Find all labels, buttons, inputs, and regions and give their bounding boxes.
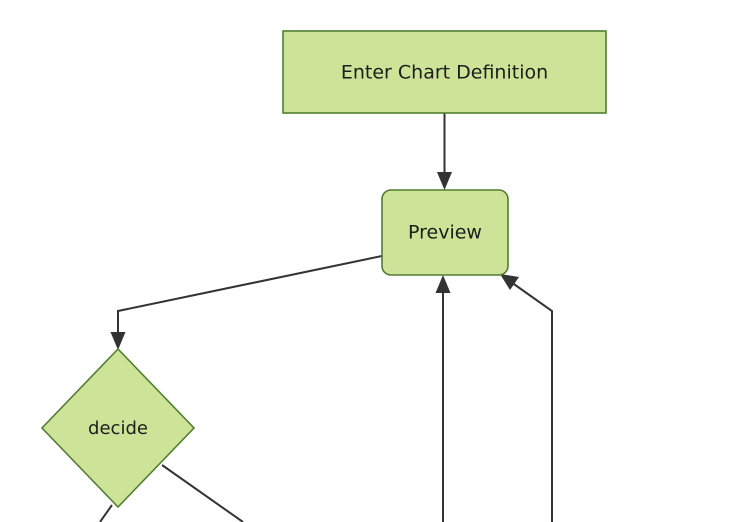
edge-enter-to-preview[interactable] [437, 113, 452, 190]
edge-decide-bottom-right[interactable] [161, 464, 244, 522]
arrowhead-icon [437, 172, 452, 190]
edge-bottom-right-to-preview[interactable] [500, 274, 553, 522]
arrowhead-icon [435, 275, 451, 293]
arrowhead-icon [500, 274, 519, 290]
edge-line [117, 255, 383, 338]
edge-decide-bottom-left[interactable] [99, 504, 113, 522]
node-diamond [40, 347, 196, 509]
node-rectangle [282, 30, 607, 114]
node-decide[interactable]: decide [40, 347, 196, 509]
node-label-preview: Preview [408, 222, 482, 244]
edge-line [510, 281, 553, 522]
arrowhead-icon [110, 332, 126, 350]
edge-line [161, 464, 244, 522]
edge-bottom-center-to-preview[interactable] [435, 275, 451, 522]
edge-line [99, 504, 113, 522]
node-rounded-rectangle [381, 189, 509, 276]
node-label-decide: decide [88, 418, 148, 439]
node-label-enter-chart-definition: Enter Chart Definition [341, 62, 548, 84]
edge-preview-to-decide[interactable] [110, 255, 383, 350]
node-preview[interactable]: Preview [381, 189, 509, 276]
node-enter-chart-definition[interactable]: Enter Chart Definition [282, 30, 607, 114]
